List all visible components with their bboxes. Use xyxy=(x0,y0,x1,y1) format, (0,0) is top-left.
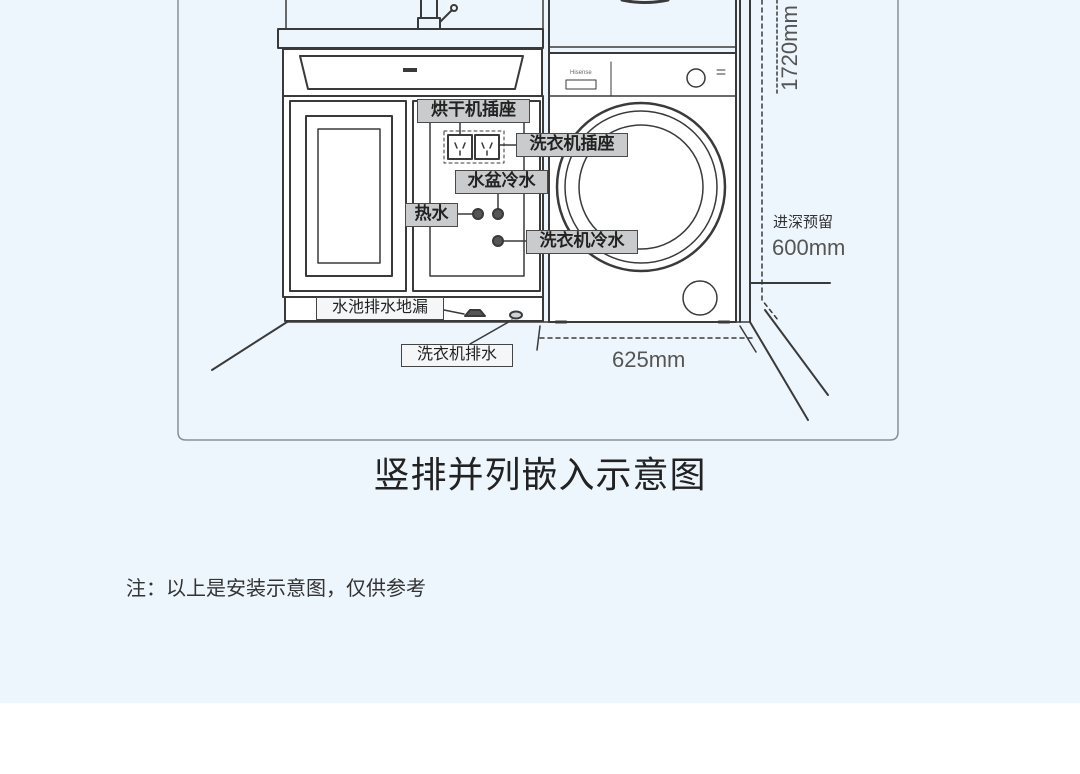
depth-dimension: 600mm xyxy=(772,235,846,260)
basin-drain-icon xyxy=(464,309,486,317)
washer-brand: Hisense xyxy=(570,70,592,76)
basin-cold-label: 水盆冷水 xyxy=(455,170,548,194)
width-dimension-line xyxy=(536,325,757,353)
dryer-socket-label: 烘干机插座 xyxy=(417,99,530,123)
washer-cold-label: 洗衣机冷水 xyxy=(526,230,638,254)
cabinet-walls xyxy=(739,0,779,323)
washer xyxy=(548,0,737,324)
height-dimension: 1720mm xyxy=(777,5,802,91)
vanity-drawer xyxy=(282,48,543,97)
hot-water-label: 热水 xyxy=(405,203,458,227)
disclaimer-note: 注：以上是安装示意图，仅供参考 xyxy=(126,578,426,600)
washer-socket-label: 洗衣机插座 xyxy=(516,133,628,157)
depth-reserve-label: 进深预留 xyxy=(773,214,834,231)
washer-drain-icon xyxy=(509,310,523,320)
floor-lines xyxy=(211,282,831,421)
frame-border xyxy=(177,0,899,441)
leader-lines xyxy=(443,122,527,345)
diagram-caption: 竖排并列嵌入示意图 xyxy=(373,454,707,495)
basin-drain-label: 水池排水地漏 xyxy=(316,297,444,320)
faucet xyxy=(417,0,458,30)
counter-top xyxy=(277,28,544,49)
sockets xyxy=(443,130,505,164)
width-dimension: 625mm xyxy=(612,347,686,372)
washer-drain-label: 洗衣机排水 xyxy=(401,344,513,367)
